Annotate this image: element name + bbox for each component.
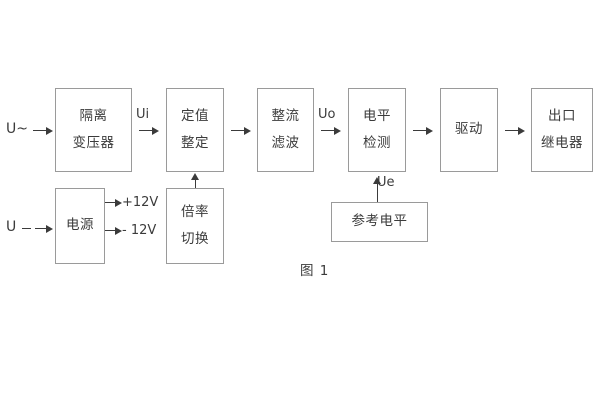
connector-isolation-to-setpoint <box>139 130 153 131</box>
figure-caption: 图 1 <box>300 263 330 279</box>
arrowhead-rectify-to-leveldetect <box>334 126 341 135</box>
arrowhead-reference-to-leveldetect <box>373 177 381 184</box>
block-label-line1: 驱动 <box>455 121 483 138</box>
connector-uac-to-isolation <box>33 130 48 131</box>
connector-udc-to-powersupply <box>35 228 48 229</box>
block-label-line2: 变压器 <box>72 134 115 151</box>
connector-drive-to-outputrelay <box>505 130 519 131</box>
block-power-supply: 电源 <box>55 188 105 264</box>
block-label-line2: 检测 <box>363 134 391 151</box>
block-label-line2: 整定 <box>181 134 209 151</box>
block-label-line1: 出口 <box>548 108 576 124</box>
signal-label-ui: Ui <box>136 107 150 122</box>
arrowhead-udc-to-powersupply <box>46 224 53 233</box>
block-drive: 驱动 <box>440 88 498 172</box>
block-label-line2: 继电器 <box>541 134 583 151</box>
block-output-relay: 出口 继电器 <box>531 88 593 172</box>
connector-powersupply-minus12v <box>105 230 117 231</box>
input-label-u-dc: U <box>6 219 17 235</box>
arrowhead-plus12v <box>115 198 122 207</box>
block-label-line2: 切换 <box>181 230 209 247</box>
block-label-line1: 参考电平 <box>351 213 408 230</box>
block-label-line1: 整流 <box>271 108 300 124</box>
arrowhead-isolation-to-setpoint <box>152 126 159 135</box>
arrowhead-leveldetect-to-drive <box>426 126 433 135</box>
block-label-line2: 滤波 <box>271 134 300 151</box>
input-label-u-ac: U~ <box>6 121 28 137</box>
block-label-line1: 隔离 <box>79 108 108 124</box>
signal-label-ue: Ue <box>377 175 395 190</box>
block-multiplier-switch: 倍率 切换 <box>166 188 224 264</box>
rail-label-plus-12v: +12V <box>122 195 159 210</box>
block-setpoint-adjust: 定值 整定 <box>166 88 224 172</box>
block-level-detect: 电平 检测 <box>348 88 406 172</box>
block-isolation-transformer: 隔离 变压器 <box>55 88 132 172</box>
connector-setpoint-to-rectify <box>231 130 245 131</box>
connector-reference-to-leveldetect <box>377 184 378 202</box>
connector-leveldetect-to-drive <box>413 130 427 131</box>
arrowhead-uac-to-isolation <box>46 126 53 135</box>
block-reference-level: 参考电平 <box>331 202 428 242</box>
arrowhead-minus12v <box>115 226 122 235</box>
block-label-line1: 倍率 <box>181 204 209 220</box>
arrowhead-drive-to-outputrelay <box>518 126 525 135</box>
block-label-line1: 电源 <box>66 217 94 234</box>
block-label-line1: 定值 <box>181 108 209 124</box>
arrowhead-setpoint-to-rectify <box>244 126 251 135</box>
signal-label-uo: Uo <box>318 107 336 122</box>
block-rectify-filter: 整流 滤波 <box>257 88 314 172</box>
arrowhead-multiplier-to-setpoint <box>191 173 199 180</box>
connector-udc-dash <box>22 228 31 229</box>
block-label-line1: 电平 <box>363 108 391 124</box>
connector-powersupply-plus12v <box>105 202 117 203</box>
connector-multiplier-to-setpoint <box>195 180 196 188</box>
connector-rectify-to-leveldetect <box>321 130 335 131</box>
rail-label-minus-12v: - 12V <box>122 223 157 238</box>
